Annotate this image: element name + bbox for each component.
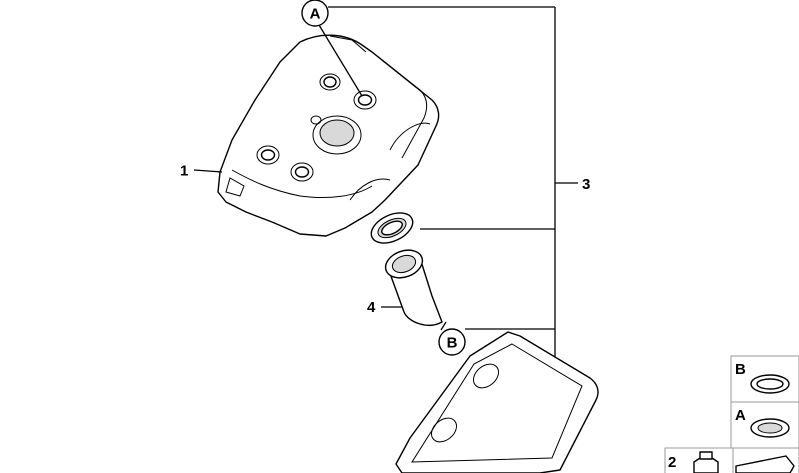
part-number-3: 3 xyxy=(582,176,590,193)
leader-line-1 xyxy=(193,169,223,173)
bolt-part-2 xyxy=(693,451,719,473)
inset-label-2: 2 xyxy=(668,454,676,471)
part-number-1: 1 xyxy=(180,163,188,180)
valve-cover xyxy=(217,34,440,237)
inset-label-b: B xyxy=(735,361,746,378)
part-number-4: 4 xyxy=(367,299,376,316)
inset-panel: B A 2 xyxy=(664,355,799,473)
callout-circle-b xyxy=(438,328,466,356)
leader-line-a xyxy=(315,19,363,97)
gasket-arrow-icon xyxy=(735,455,795,473)
inset-label-a: A xyxy=(735,407,746,424)
callout-a: A xyxy=(310,6,321,23)
gasket xyxy=(395,331,599,473)
callout-circle-a xyxy=(301,0,329,27)
leader-line-b xyxy=(440,321,447,331)
seal-ring xyxy=(370,212,414,244)
callout-b: B xyxy=(447,335,458,352)
tube-part-4 xyxy=(384,249,443,326)
